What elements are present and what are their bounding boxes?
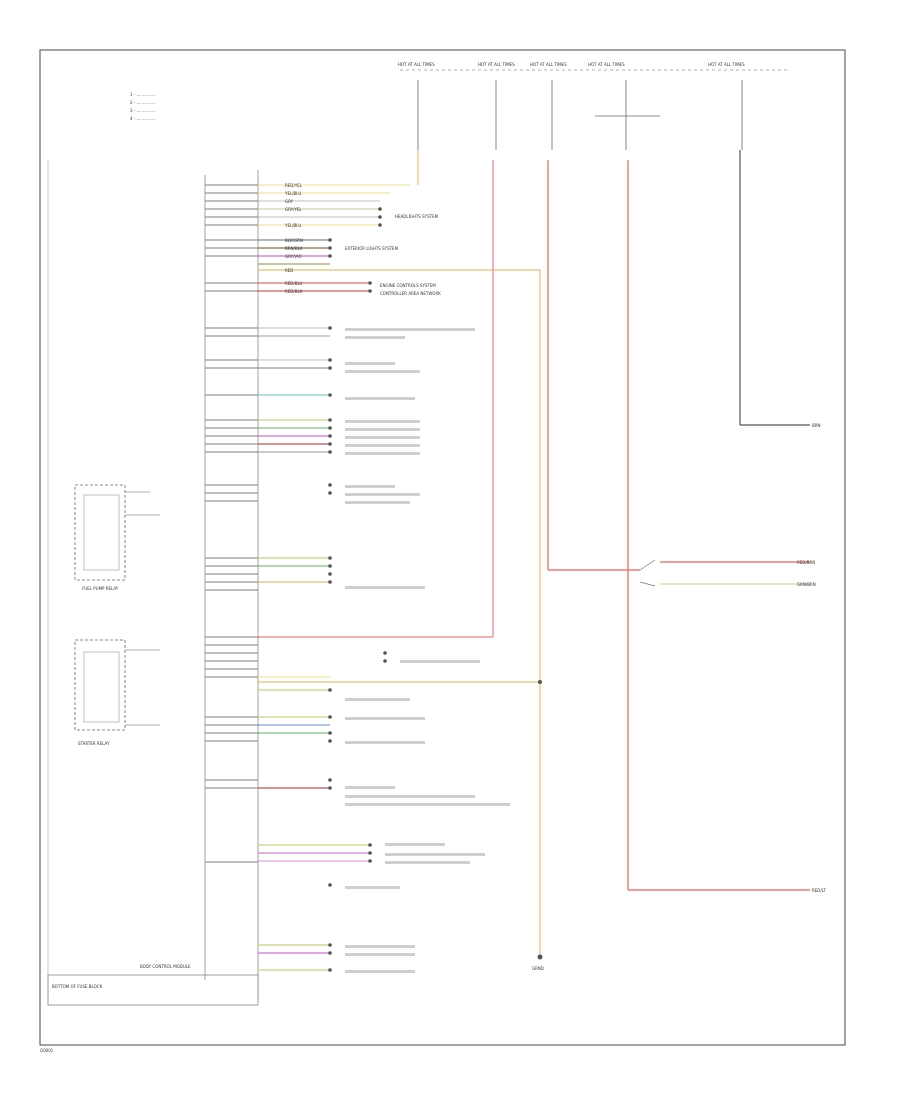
legend-line: 3 - ............... <box>130 108 156 113</box>
starter-relay: STARTER RELAY <box>74 639 160 746</box>
right-label: BRN <box>812 423 821 428</box>
pin-wire-label: YEL/BLU <box>284 191 301 196</box>
module-name: BODY CONTROL MODULE <box>140 964 191 969</box>
pin-wire-label: RED <box>285 268 293 273</box>
switch-contacts <box>639 559 656 587</box>
right-label: GRN/BRN <box>797 582 816 587</box>
pin-wire-label: RED/YEL <box>285 183 303 188</box>
fuse-label: HOT AT ALL TIMES <box>478 62 515 67</box>
right-label: RED/LT <box>812 888 826 893</box>
pin-dest-label: HEADLIGHTS SYSTEM <box>395 214 439 219</box>
pin-dest-label: ENGINE CONTROLS SYSTEM <box>380 283 436 288</box>
fuse-label: HOT AT ALL TIMES <box>708 62 745 67</box>
pin-wire-label: GRY/YEL <box>285 207 302 212</box>
connector-pin-labels: RED/YEL YEL/BLU GRY GRY/YEL HEADLIGHTS S… <box>284 183 441 296</box>
fuse-drops <box>417 80 743 150</box>
legend-line: 2 - ............... <box>130 100 156 105</box>
relay-name: STARTER RELAY <box>78 741 110 746</box>
pin-wire-label: RED/BLK <box>285 289 303 294</box>
fuse-labels: HOT AT ALL TIMES HOT AT ALL TIMES HOT AT… <box>398 62 745 67</box>
relay-name: FUEL PUMP RELAY <box>82 586 119 591</box>
connection-dots <box>328 207 542 972</box>
colored-wires <box>258 150 810 971</box>
fuse-label: HOT AT ALL TIMES <box>398 62 435 67</box>
pin-wire-label: RED/BLU <box>285 281 303 286</box>
pin-wire-label: BRN/BLK <box>285 246 303 251</box>
pin-wire-label: GRY/VIO <box>285 254 301 259</box>
diagram-frame <box>39 49 846 1046</box>
module-bottom-box <box>47 974 259 1006</box>
destination-text-blocks <box>345 328 510 973</box>
right-wire-labels: BRN RED/BRN GRN/BRN RED/LT <box>797 423 826 893</box>
module-caption: BOTTOM OF FUSE BLOCK <box>52 984 103 989</box>
pin-dest-label: CONTROLLER AREA NETWORK <box>380 291 441 296</box>
pin-wire-label: YEL/BLU <box>284 223 301 228</box>
fuel-pump-relay: FUEL PUMP RELAY <box>74 484 160 591</box>
pin-dest-label: EXTERIOR LIGHTS SYSTEM <box>345 246 399 251</box>
pin-wire-label: BLK/GRN <box>285 238 303 243</box>
legend-line: 1 - ............... <box>130 92 156 97</box>
ground-symbol: GRND <box>532 954 544 971</box>
fuse-label: HOT AT ALL TIMES <box>588 62 625 67</box>
right-label: RED/BRN <box>797 560 815 565</box>
legend-line: 4 - ............... <box>130 116 156 121</box>
legend: 1 - ............... 2 - ............... … <box>130 92 156 121</box>
page-id: G0001 <box>40 1048 54 1053</box>
ground-label: GRND <box>532 966 544 971</box>
pin-stubs <box>205 184 258 863</box>
fuse-label: HOT AT ALL TIMES <box>530 62 567 67</box>
pin-wire-label: GRY <box>285 199 294 204</box>
